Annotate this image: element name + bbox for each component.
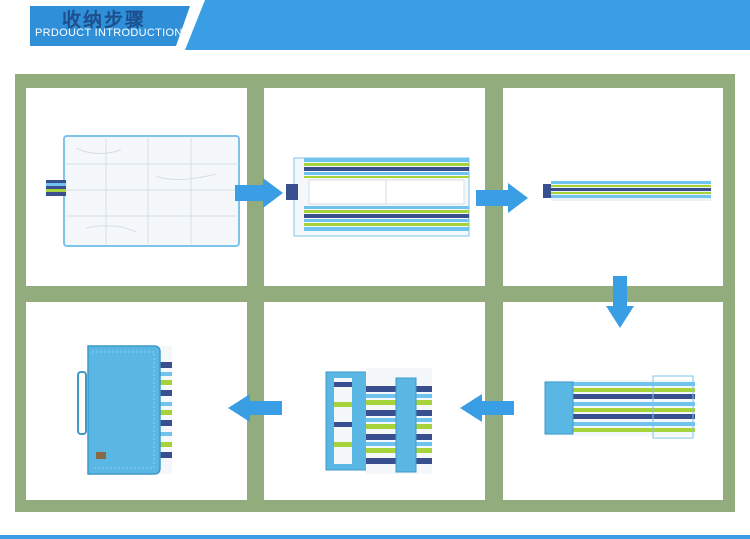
arrow-right-icon [476,183,528,213]
header-bar: 收纳步骤 PRDOUCT INTRODUCTION [0,0,750,50]
page-subtitle: PRDOUCT INTRODUCTION [35,27,183,39]
step-5-image [264,302,485,500]
step-1-image [26,88,247,286]
rolled-mat-illustration [544,375,695,439]
header-tab-inner [30,6,190,46]
step-3-image [503,88,723,286]
step-6-image [26,302,247,500]
arrow-left-icon [460,394,514,422]
footer-bar [0,535,750,539]
folded-mat-illustration [286,157,470,237]
finished-bag-illustration [77,345,172,475]
step-2-image [264,88,485,286]
page-title: 收纳步骤 [62,9,147,31]
step-4-image [503,302,723,500]
arrow-left-icon [228,394,282,422]
strip-illustration [543,181,711,201]
strapped-roll-illustration [325,368,432,474]
unfolded-mat-illustration [46,135,240,247]
arrow-right-icon [235,178,283,208]
arrow-down-icon [606,276,634,328]
